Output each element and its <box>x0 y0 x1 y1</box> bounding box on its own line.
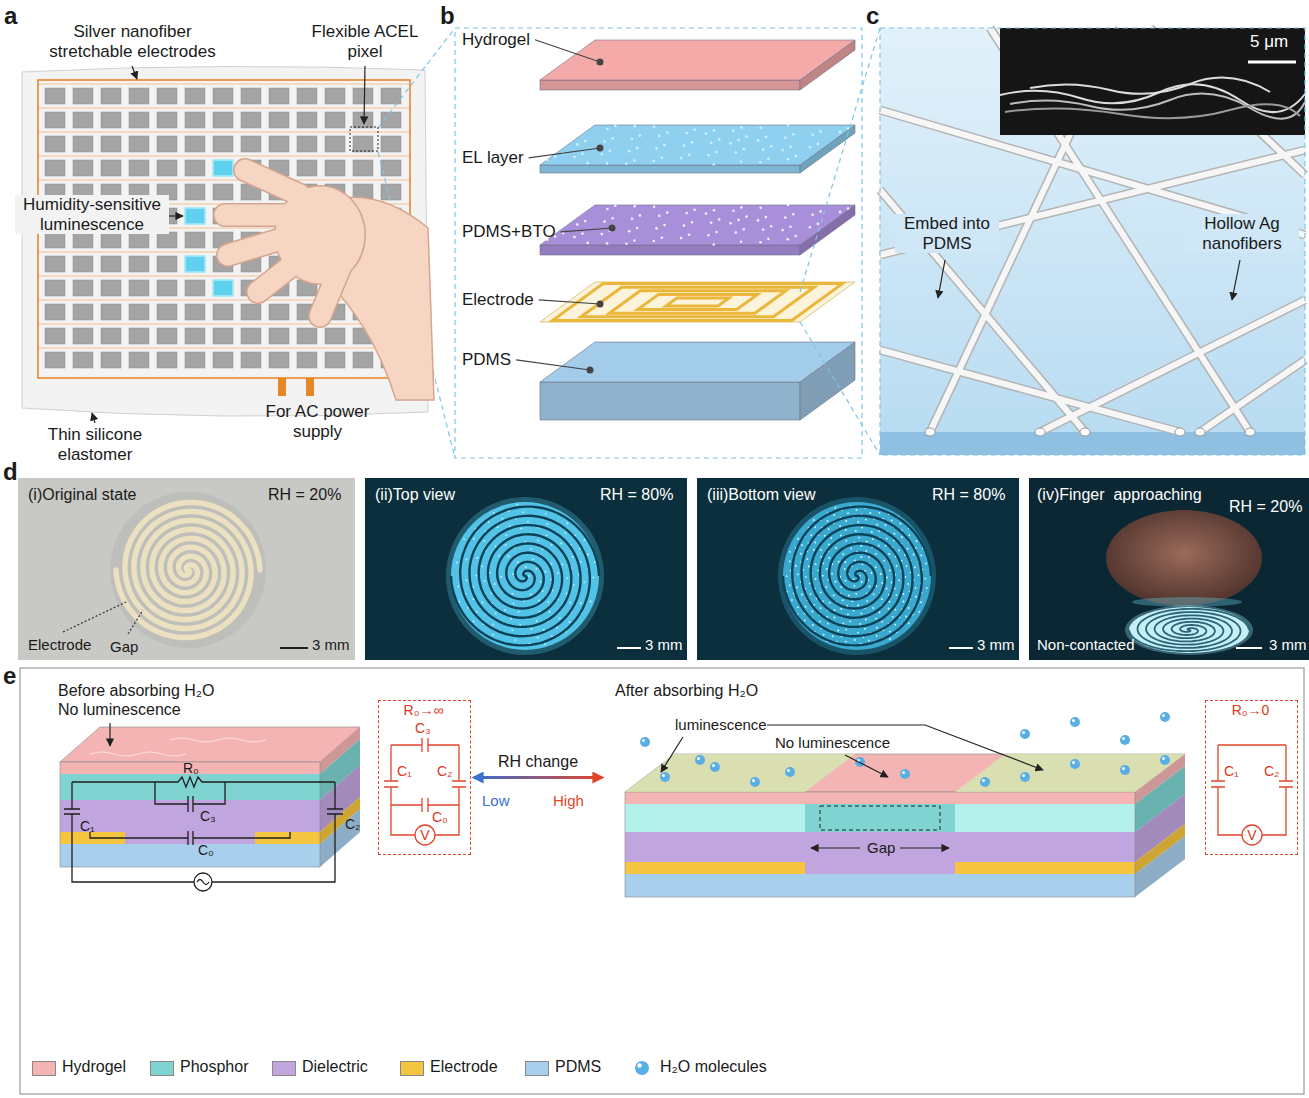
node-text: C₀ <box>432 809 448 825</box>
node-text: C₂ <box>1264 763 1280 779</box>
state-label: High <box>553 792 584 809</box>
node-text: V <box>415 827 435 843</box>
node-text: R₀ <box>183 760 199 776</box>
node-illustration <box>697 478 1019 660</box>
panel-label: c <box>866 2 879 30</box>
legend-label: Electrode <box>430 1058 498 1076</box>
callout-label: Flexible ACEL pixel <box>300 22 430 61</box>
panel-label: d <box>3 458 18 486</box>
node-text: V <box>1242 827 1262 843</box>
node-illustration <box>365 478 687 660</box>
layer-name: Hydrogel <box>462 30 530 50</box>
node-text: Electrode <box>28 636 91 653</box>
legend-label: PDMS <box>555 1058 601 1076</box>
node-text: No luminescence <box>775 734 890 751</box>
node-text: luminescence <box>675 716 767 733</box>
double-arrow <box>474 776 602 779</box>
legend-swatch <box>32 1061 56 1076</box>
panel-label: b <box>440 2 455 30</box>
legend-swatch <box>150 1061 174 1076</box>
node-text: C₃ <box>415 720 431 736</box>
layer-name: Electrode <box>462 290 534 310</box>
node-illustration <box>18 478 355 660</box>
legend-label: Hydrogel <box>62 1058 126 1076</box>
node-text: (ii)Top view <box>375 486 455 504</box>
circuit-box: R₀→0C₁ C₂ V <box>1205 700 1298 855</box>
layer-name: EL layer <box>462 148 524 168</box>
water-icon <box>630 1059 654 1077</box>
node-text: C₂ <box>437 763 453 779</box>
panel-label: a <box>4 2 17 30</box>
node-text: R₀→∞ <box>379 702 468 718</box>
callout-label: Thin silicone elastomer <box>35 425 155 464</box>
node-text: C₀ <box>198 842 214 858</box>
callout-label: Humidity-sensitive luminescence <box>15 195 169 234</box>
node-text: Gap <box>867 839 895 856</box>
node-text: C₃ <box>200 808 216 824</box>
node-text: 3 mm <box>645 636 683 653</box>
cross-section: After absorbing H₂O luminescence No lumine… <box>605 682 1195 907</box>
panel-label: e <box>3 662 16 690</box>
node-text: (iii)Bottom view <box>707 486 815 504</box>
legend-swatch <box>400 1061 424 1076</box>
photo-panel: (iii)Bottom view RH = 80% 3 mm <box>697 478 1019 660</box>
node-text: RH = 80% <box>932 486 1005 504</box>
node-text: 3 mm <box>1269 636 1307 653</box>
node-text: After absorbing H₂O <box>615 682 758 700</box>
node-text: R₀→0 <box>1206 702 1295 718</box>
callout-label: For AC power supply <box>255 402 380 441</box>
photo-panel: (i)Original state RH = 20% Electrode Gap 3 m… <box>18 478 355 660</box>
callout-label: Silver nanofiber stretchable electrodes <box>40 22 225 61</box>
node-text: Non-contacted <box>1037 636 1135 653</box>
photo-panel: (iv)Finger approaching RH = 20% Non-contac… <box>1029 478 1309 660</box>
node-text: 3 mm <box>312 636 350 653</box>
node-text: (i)Original state <box>28 486 136 504</box>
node-text: RH = 80% <box>600 486 673 504</box>
edge-label: RH change <box>496 753 580 771</box>
layer-name: PDMS <box>462 350 511 370</box>
node-text: RH = 20% <box>1229 498 1302 516</box>
node-illustration <box>605 682 1195 907</box>
node-text: C₁ <box>80 818 95 834</box>
node-text: Gap <box>110 638 138 655</box>
layer-name: PDMS+BTO <box>462 222 556 242</box>
cross-section: Before absorbing H₂ONo luminescenceR₀ C₃ C… <box>50 682 370 907</box>
node-text: Before absorbing H₂O <box>58 682 215 700</box>
legend-label: Dielectric <box>302 1058 368 1076</box>
node-text: C₁ <box>1224 763 1239 779</box>
legend-swatch <box>525 1061 549 1076</box>
scale-label: 5 μm <box>1250 32 1288 52</box>
circuit-box: R₀→∞ C₁ C₃ C₂ C₀ V <box>378 700 471 855</box>
callout-label: Hollow Ag nanofibers <box>1185 214 1299 253</box>
node-text: (iv)Finger approaching <box>1037 486 1202 504</box>
callout-label: Embed into PDMS <box>895 214 999 253</box>
photo-panel: (ii)Top view RH = 80% 3 mm <box>365 478 687 660</box>
node-text: No luminescence <box>58 701 181 719</box>
node-text: 3 mm <box>977 636 1015 653</box>
legend-label: Phosphor <box>180 1058 249 1076</box>
node-text: C₁ <box>397 763 412 779</box>
legend-swatch <box>272 1061 296 1076</box>
legend-label: H₂O molecules <box>660 1058 767 1076</box>
state-label: Low <box>482 792 510 809</box>
node-text: C₂ <box>345 816 361 832</box>
node-text: RH = 20% <box>268 486 341 504</box>
